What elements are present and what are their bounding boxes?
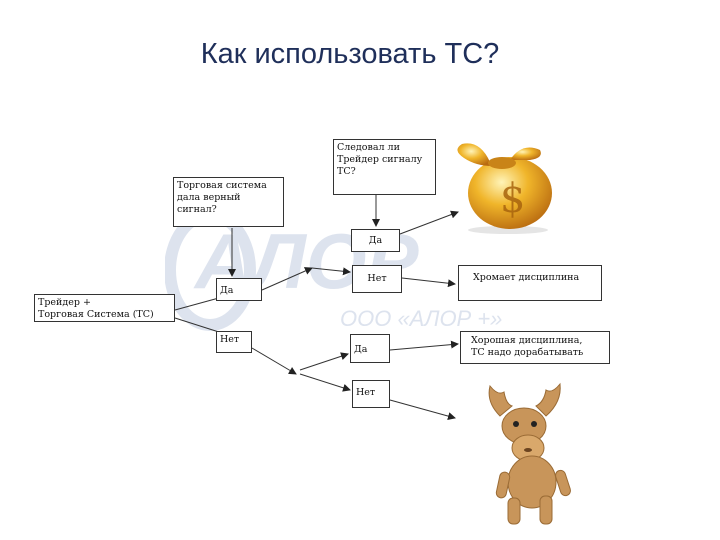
node-no-mid: Нет: [352, 265, 402, 293]
page-title: Как использовать ТС?: [200, 38, 500, 70]
connector: [401, 277, 456, 288]
node-no-left: Нет: [216, 331, 252, 353]
watermark-company: ООО «АЛОР +»: [340, 306, 502, 331]
node-good-discipline: Хорошая дисциплина, ТС надо дорабатывать: [460, 331, 610, 364]
connector: [251, 347, 297, 375]
node-no-low: Нет: [352, 380, 390, 408]
node-yes-mid: Да: [216, 278, 262, 301]
connector: [299, 352, 349, 371]
connector: [389, 340, 459, 351]
connector: [389, 399, 456, 420]
node-yes-low: Да: [350, 334, 390, 363]
connector: [399, 210, 459, 235]
node-yes-top: Да: [351, 229, 400, 252]
node-followed-signal: Следовал ли Трейдер сигналу ТС?: [333, 139, 436, 195]
money-bag-icon: $: [457, 143, 552, 234]
node-bad-discipline: Хромает дисциплина: [458, 265, 602, 301]
connector: [261, 267, 313, 291]
connector: [299, 373, 351, 392]
svg-text:$: $: [500, 176, 525, 222]
moose-toy-icon: [488, 382, 571, 525]
node-system-signal: Торговая система дала верный сигнал?: [173, 177, 284, 227]
node-trader-ts: Трейдер + Торговая Система (ТС): [34, 294, 175, 322]
connector: [311, 267, 351, 276]
